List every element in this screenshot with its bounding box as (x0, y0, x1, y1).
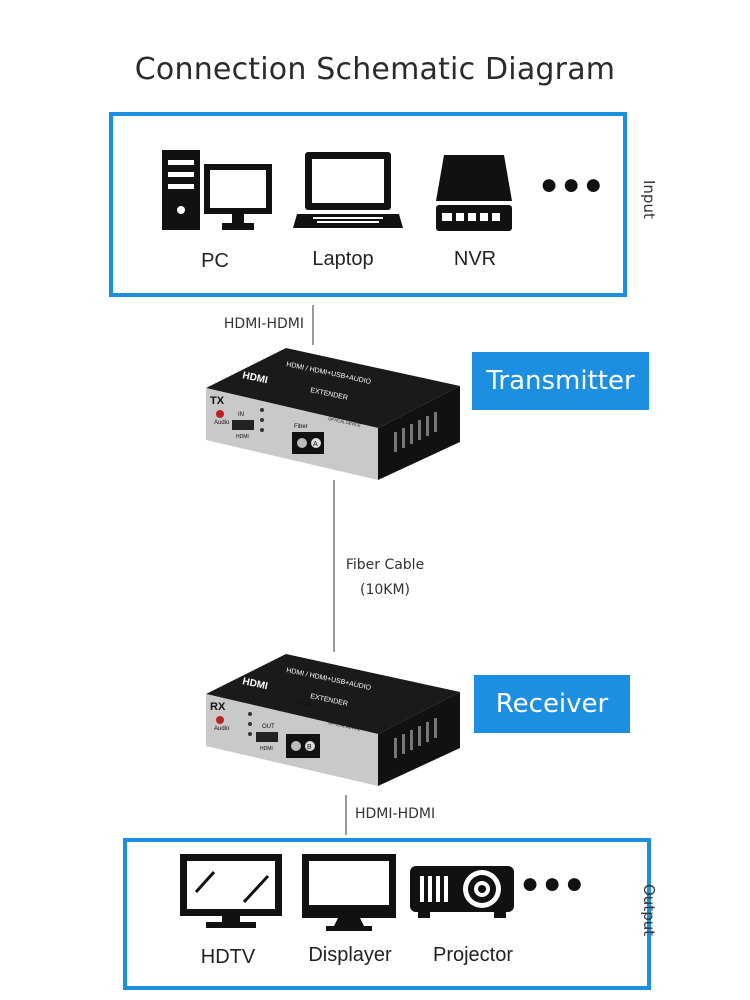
transmitter-unit: HDMI HDMI / HDMI+USB+AUDIO EXTENDER TX A… (206, 348, 460, 480)
device-label-hdtv: HDTV (200, 946, 256, 968)
badge-tx: TX (210, 395, 225, 407)
input-side-label: Input (640, 180, 658, 219)
receiver-unit: HDMI HDMI / HDMI+USB+AUDIO EXTENDER RX A… (206, 654, 460, 786)
hdmi-link-line-bottom (345, 795, 347, 835)
fiber-label-tx: Fiber (294, 424, 308, 430)
hdmi-port-rx-icon (256, 732, 278, 742)
fiber-port-letter-rx: B (307, 744, 312, 751)
port-label-tx: IN (238, 412, 244, 418)
device-label-nvr: NVR (453, 248, 497, 270)
hdmi-link-label-top: HDMI-HDMI (223, 316, 304, 332)
input-devices-box (109, 112, 627, 297)
more-dots-output-icon: ●●● (521, 867, 588, 900)
fiber-port-tx-icon (292, 432, 324, 454)
fiber-distance-label: (10KM) (360, 582, 410, 598)
port-label-rx: OUT (262, 724, 275, 730)
device-label-laptop: Laptop (312, 248, 374, 270)
hdmi-logo-tx: HDMI (241, 370, 268, 386)
fiber-label-rx: Fiber (298, 702, 312, 708)
audio-jack-tx-icon (216, 410, 224, 418)
more-dots-icon: ●●● (540, 168, 607, 201)
port-sub-tx: HDMI (236, 434, 249, 440)
page-title: Connection Schematic Diagram (134, 52, 616, 87)
output-side-label: Output (640, 884, 658, 937)
output-devices-box (123, 838, 651, 990)
transmitter-tag: Transmitter (472, 352, 649, 410)
device-text-rx: OPTICAL DEVICE (328, 720, 362, 732)
audio-label-rx: Audio (214, 726, 230, 732)
badge-rx: RX (210, 701, 226, 713)
hdmi-port-tx-icon (232, 420, 254, 430)
audio-label-tx: Audio (214, 420, 230, 426)
fiber-cable-line (333, 480, 335, 652)
device-label-displayer: Displayer (308, 944, 392, 966)
monitor-icon (302, 854, 396, 931)
nvr-icon (436, 155, 512, 231)
hdmi-link-label-bottom: HDMI-HDMI (355, 806, 436, 822)
pc-icon (162, 150, 272, 230)
device-text-tx: OPTICAL DEVICE (328, 416, 362, 428)
audio-jack-rx-icon (216, 716, 224, 724)
hdtv-icon (180, 854, 282, 928)
hdmi-link-line-top (312, 305, 314, 345)
device-label-pc: PC (201, 250, 229, 272)
laptop-icon (293, 152, 403, 228)
projector-icon (410, 866, 514, 918)
fiber-port-letter-tx: A (313, 441, 318, 448)
device-label-projector: Projector (432, 944, 514, 966)
receiver-tag: Receiver (474, 675, 630, 733)
fiber-cable-label: Fiber Cable (345, 557, 425, 573)
port-sub-rx: HDMI (260, 746, 273, 752)
hdmi-logo-rx: HDMI (241, 676, 268, 692)
